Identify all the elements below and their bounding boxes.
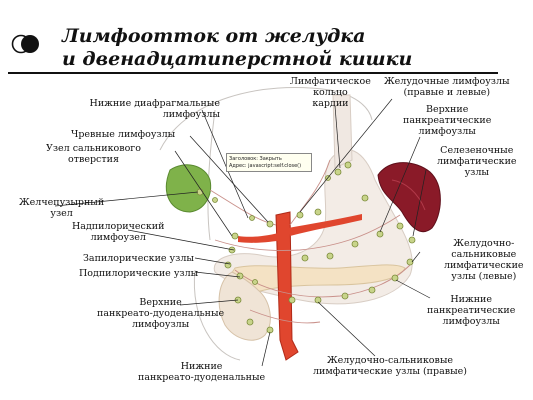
page-title: Лимфоотток от желудка и двенадцатиперстн… xyxy=(62,25,482,71)
lymph-vessels xyxy=(209,159,411,324)
label-upper-pancreatic: Верхние панкреатические лимфоузлы xyxy=(403,104,492,137)
tooltip-line-2: Адрес: javascript:self.close() xyxy=(229,163,302,169)
label-celiac: Чревные лимфоузлы xyxy=(71,129,176,140)
tooltip-line-1: Заголовок: Закрыть xyxy=(229,156,282,162)
browser-tooltip: Заголовок: Закрыть Адрес: javascript:sel… xyxy=(226,153,312,172)
liver-outline xyxy=(159,87,373,361)
aorta xyxy=(275,211,299,361)
label-lower-pancreatoduodenal: Нижние панкреато-дуоденальные xyxy=(138,361,266,383)
title-divider xyxy=(8,72,498,74)
esophagus xyxy=(332,94,353,169)
label-splenic: Селезеночные лимфатические узлы xyxy=(437,145,517,178)
title-line-1: Лимфоотток от желудка xyxy=(62,25,366,47)
gallbladder xyxy=(165,164,212,213)
label-omental-node: Узел сальникового отверстия xyxy=(46,143,141,165)
lymph-node-markers xyxy=(196,161,416,334)
label-gastric-nodes: Желудочные лимфоузлы (правые и левые) xyxy=(384,76,510,98)
label-suprapyloric: Надпилорический лимфоузел xyxy=(72,221,165,243)
label-upper-pancreatoduodenal: Верхние панкреато-дуоденальные лимфоузлы xyxy=(97,297,225,330)
title-line-2: и двенадцатиперстной кишки xyxy=(62,48,413,70)
label-gastroomental-left: Желудочно- сальниковые лимфатические узл… xyxy=(444,238,524,282)
label-retropyloric: Запилорические узлы xyxy=(83,253,194,264)
logo-icon xyxy=(11,34,41,54)
label-lymph-ring: Лимфатическое кольцо кардии xyxy=(290,76,371,109)
label-lower-pancreatic: Нижние панкреатические лимфоузлы xyxy=(427,294,516,327)
label-gastroomental-right: Желудочно-сальниковые лимфатические узлы… xyxy=(313,355,467,377)
duodenum xyxy=(218,271,271,341)
label-lower-diaphragm: Нижние диафрагмальные лимфоузлы xyxy=(89,98,220,120)
label-subpyloric: Подпилорические узлы xyxy=(79,268,199,279)
leader-lines xyxy=(54,98,431,367)
label-gallbladder-node: Желчепузырный узел xyxy=(19,197,105,219)
